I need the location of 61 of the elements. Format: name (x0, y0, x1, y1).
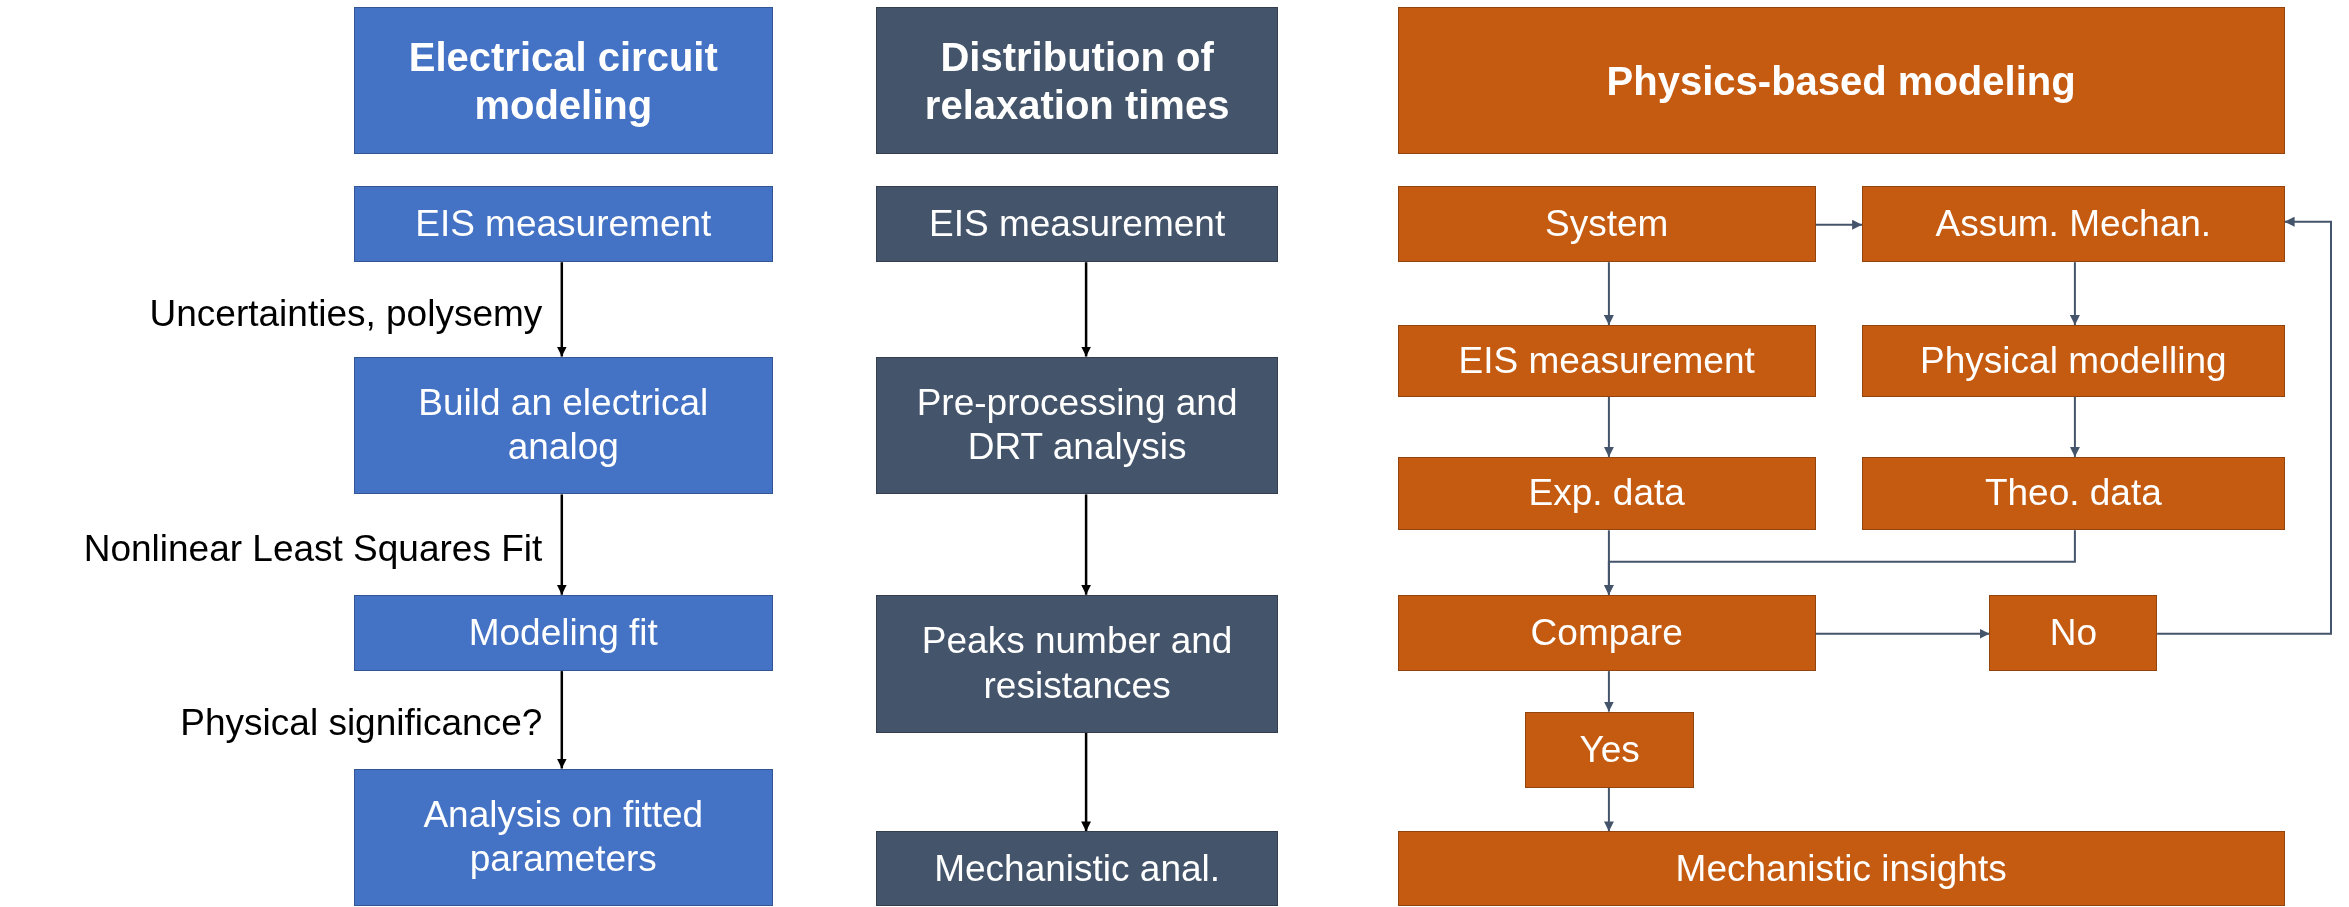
process-box (353, 768, 773, 907)
node-text: Theo. data (1983, 471, 2163, 516)
arrow (1603, 670, 1614, 713)
process-box (1397, 325, 1816, 397)
process-box (353, 356, 773, 495)
arrow (2156, 216, 2332, 635)
node-text: Distribution of relaxation times (923, 33, 1231, 129)
process-box (876, 185, 1278, 263)
node-text: Build an electrical analog (417, 381, 710, 470)
arrow (2069, 261, 2080, 327)
arrow (1603, 529, 2076, 596)
process-box (1862, 185, 2285, 263)
process-box (876, 831, 1278, 907)
node-text: Mechanistic insights (1674, 846, 2008, 891)
node-text: Physics-based modeling (1605, 57, 2077, 105)
process-box (876, 356, 1278, 495)
node-text: EIS measurement (414, 201, 713, 246)
header-box (876, 7, 1278, 155)
process-box (1397, 185, 1816, 263)
node-text: Assum. Mechan. (1934, 201, 2213, 246)
node-text: Peaks number and resistances (920, 619, 1234, 708)
arrow (1081, 494, 1092, 595)
process-box (1397, 594, 1816, 672)
node-text: Yes (1578, 727, 1641, 772)
node-text: Modeling fit (467, 610, 659, 655)
edge-label: Uncertainties, polysemy (149, 292, 543, 335)
node-text: EIS measurement (928, 201, 1227, 246)
arrow (2069, 396, 2080, 458)
node-text: No (2048, 610, 2098, 655)
process-box (876, 594, 1278, 733)
arrow (1603, 261, 1614, 327)
header-box (353, 7, 773, 155)
header-box (1397, 7, 2285, 155)
arrow (556, 494, 567, 595)
node-text: Analysis on fitted parameters (422, 793, 705, 882)
process-box (1862, 456, 2285, 531)
process-box (1525, 711, 1695, 788)
process-box (1862, 325, 2285, 397)
arrow (1814, 628, 1991, 639)
node-text: Exp. data (1527, 471, 1686, 516)
edge-label: Physical significance? (180, 701, 543, 744)
node-text: Electrical circuit modeling (407, 33, 719, 129)
arrow (1081, 262, 1092, 357)
edge-label: Nonlinear Least Squares Fit (83, 527, 543, 570)
node-text: System (1544, 201, 1670, 246)
process-box (353, 185, 773, 263)
process-box (1397, 831, 2285, 907)
node-text: Compare (1529, 610, 1684, 655)
arrow (1081, 732, 1092, 832)
process-box (1989, 594, 2158, 672)
process-box (353, 594, 773, 672)
node-text: Pre-processing and DRT analysis (915, 381, 1239, 470)
arrow (556, 671, 567, 769)
node-text: Physical modelling (1919, 338, 2228, 383)
arrow (1814, 219, 1864, 230)
arrow (1603, 396, 1614, 458)
process-box (1397, 456, 1816, 531)
arrow (1603, 787, 1614, 833)
node-text: EIS measurement (1457, 338, 1756, 383)
arrow (556, 262, 567, 357)
node-text: Mechanistic anal. (933, 846, 1222, 891)
